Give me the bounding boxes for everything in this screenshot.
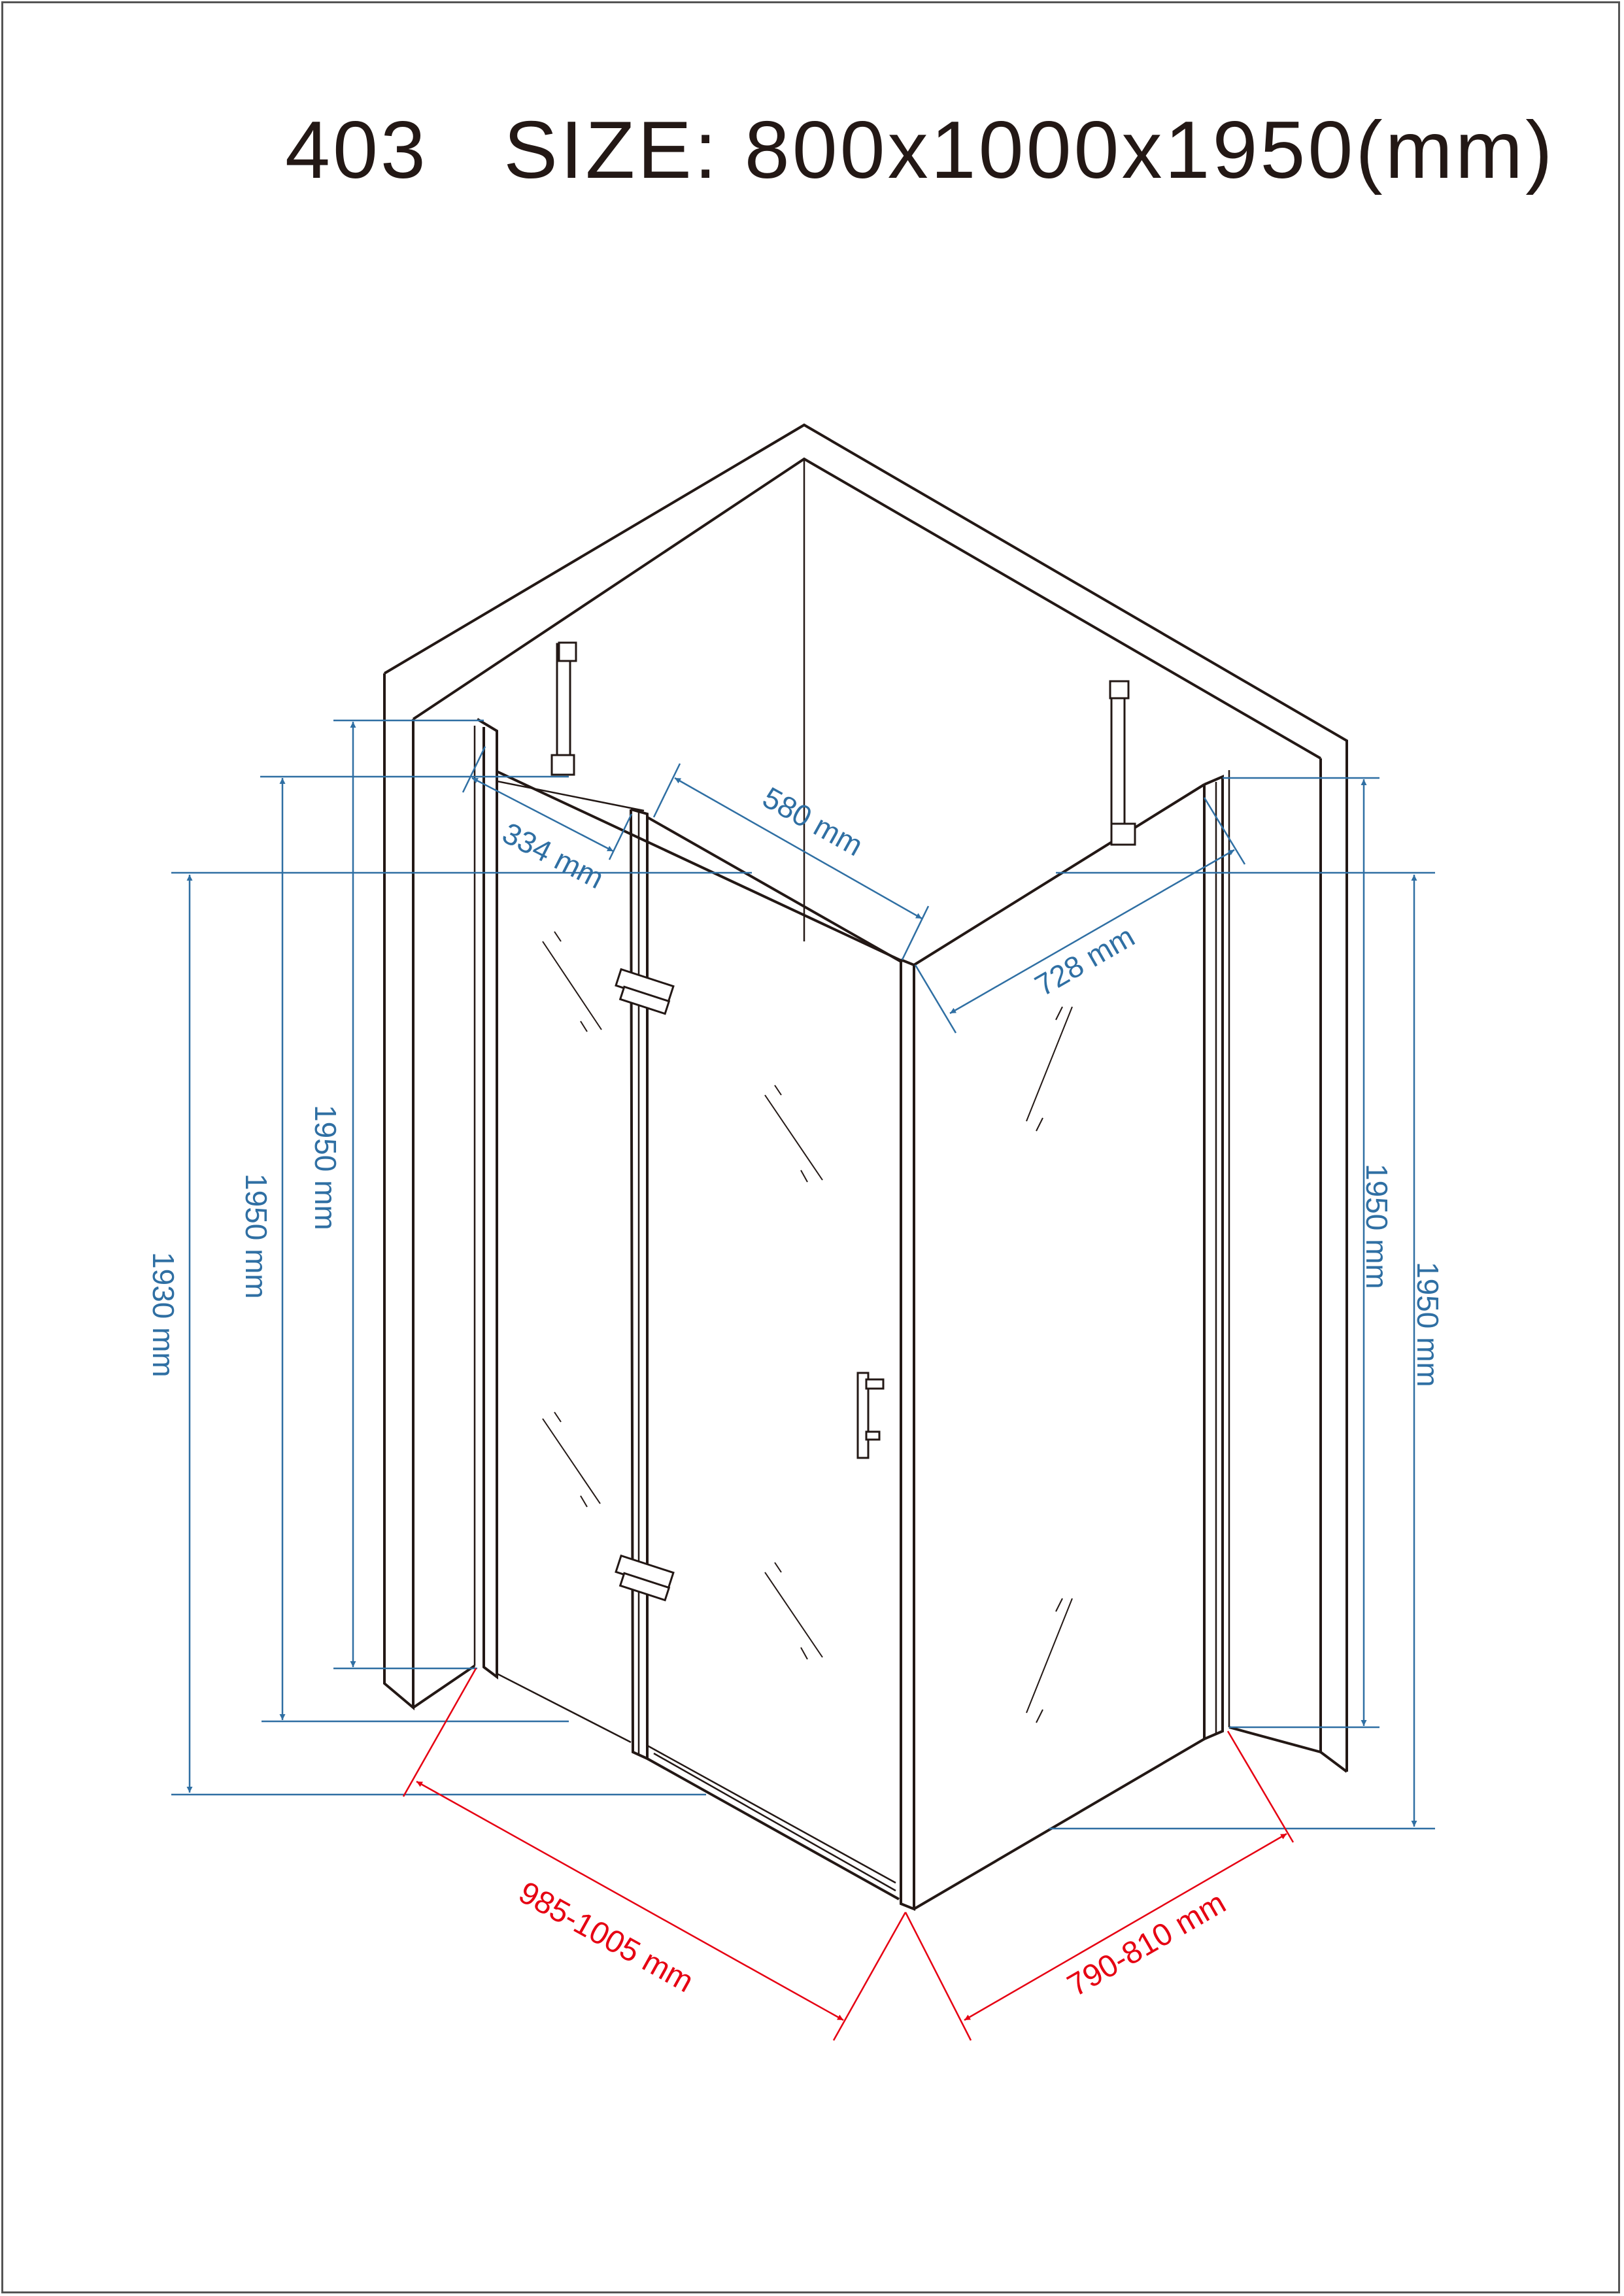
glass-reflections: [542, 931, 1073, 1723]
dim-580-label: 580 mm: [757, 780, 869, 862]
dim-height-1950-inner-label: 1950 mm: [309, 1105, 343, 1230]
room-walls: [383, 423, 1348, 1773]
dim-985-1005-label: 985-1005 mm: [513, 1875, 700, 1999]
red-dimension-lines: 985-1005 mm 790-810 mm: [402, 1668, 1294, 2041]
right-stabilizer-bar: [1109, 680, 1136, 846]
dim-height-1950-mid-label: 1950 mm: [239, 1173, 273, 1299]
model-size-title: 403 SIZE: 800x1000x1950(mm): [285, 105, 1555, 195]
dim-728-label: 728 mm: [1029, 919, 1140, 1003]
upper-hinge: [615, 968, 675, 1015]
dim-height-1930-label: 1930 mm: [146, 1252, 180, 1377]
left-stabilizer-bar: [550, 641, 577, 776]
lower-hinge: [615, 1554, 675, 1602]
dim-height-1950-right-outer-label: 1950 mm: [1411, 1262, 1445, 1387]
dim-height-1950-right-inner-label: 1950 mm: [1360, 1164, 1394, 1289]
door-handle: [856, 1372, 885, 1459]
blue-dimension-lines: 334 mm 580 mm 728 mm 1930 mm 1950 mm 195…: [146, 719, 1445, 1830]
dim-334-label: 334 mm: [497, 816, 609, 896]
dim-790-810-label: 790-810 mm: [1062, 1885, 1232, 2004]
